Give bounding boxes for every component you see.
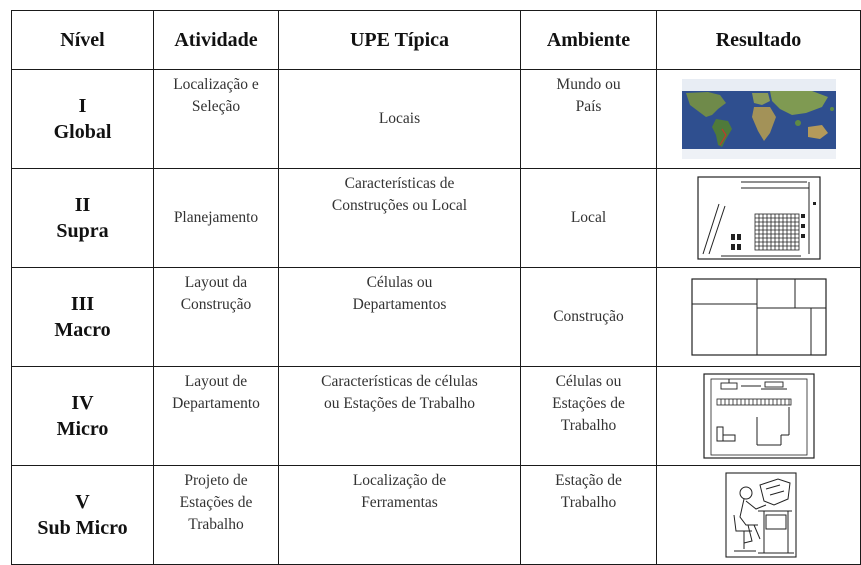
activity-cell: Projeto de Estações de Trabalho	[153, 465, 279, 565]
levels-table: Nível Atividade UPE Típica Ambiente Resu…	[11, 10, 861, 565]
level-numeral: III	[70, 293, 95, 315]
department-layout-image	[702, 373, 815, 459]
environment-line: Células ou	[555, 373, 622, 390]
upe-line: Construções ou Local	[331, 197, 468, 214]
level-numeral: IV	[71, 392, 94, 414]
activity-line: Estações de	[179, 494, 253, 511]
result-cell	[656, 267, 861, 367]
activity-line: Layout de	[184, 373, 248, 390]
environment-cell: Local	[520, 168, 657, 268]
upe-line: Células ou	[366, 274, 433, 291]
environment-line: País	[575, 98, 602, 115]
environment-cell: Células ou Estações de Trabalho	[520, 366, 657, 466]
result-cell	[656, 69, 861, 169]
level-cell: II Supra	[11, 168, 154, 268]
level-numeral: II	[74, 194, 91, 216]
level-name: Macro	[54, 319, 111, 341]
header-nivel: Nível	[11, 10, 154, 70]
result-cell	[656, 465, 861, 565]
level-name: Micro	[56, 418, 109, 440]
table-row: II Supra Planejamento Características de…	[11, 168, 861, 268]
result-cell	[656, 168, 861, 268]
environment-line: Local	[570, 209, 607, 226]
building-block-layout-image	[690, 278, 827, 356]
table-row: IV Micro Layout de Departamento Caracter…	[11, 366, 861, 466]
level-name: Global	[53, 121, 112, 143]
activity-cell: Layout de Departamento	[153, 366, 279, 466]
activity-cell: Planejamento	[153, 168, 279, 268]
table-row: III Macro Layout da Construção Células o…	[11, 267, 861, 367]
table-row: I Global Localização e Seleção Locais Mu…	[11, 69, 861, 169]
upe-cell: Características de células ou Estações d…	[278, 366, 521, 466]
environment-line: Mundo ou	[556, 76, 621, 93]
world-map-image	[681, 79, 836, 159]
level-cell: V Sub Micro	[11, 465, 154, 565]
header-ambiente: Ambiente	[520, 10, 657, 70]
activity-line: Planejamento	[173, 209, 259, 226]
level-cell: I Global	[11, 69, 154, 169]
site-plan-image	[696, 176, 821, 260]
table-row: V Sub Micro Projeto de Estações de Traba…	[11, 465, 861, 565]
environment-line: Estações de	[552, 395, 625, 412]
environment-line: Trabalho	[560, 494, 617, 511]
environment-cell: Mundo ou País	[520, 69, 657, 169]
activity-cell: Layout da Construção	[153, 267, 279, 367]
result-cell	[656, 366, 861, 466]
activity-line: Layout da	[184, 274, 248, 291]
environment-cell: Estação de Trabalho	[520, 465, 657, 565]
upe-cell: Células ou Departamentos	[278, 267, 521, 367]
environment-line: Trabalho	[560, 417, 617, 434]
upe-cell: Locais	[278, 69, 521, 169]
activity-line: Projeto de	[184, 472, 248, 489]
activity-line: Trabalho	[188, 516, 244, 533]
upe-line: Características de	[344, 175, 455, 192]
header-atividade: Atividade	[153, 10, 279, 70]
activity-line: Construção	[180, 296, 252, 313]
level-numeral: V	[75, 491, 90, 513]
header-upe-tipica: UPE Típica	[278, 10, 521, 70]
upe-line: Ferramentas	[361, 494, 438, 511]
level-name: Supra	[56, 220, 109, 242]
activity-line: Localização e	[173, 76, 259, 93]
environment-cell: Construção	[520, 267, 657, 367]
environment-line: Construção	[553, 308, 624, 325]
upe-line: Características de células	[321, 373, 478, 390]
upe-line: Departamentos	[352, 296, 447, 313]
environment-line: Estação de	[555, 472, 622, 489]
upe-line: Localização de	[352, 472, 447, 489]
activity-line: Seleção	[191, 98, 241, 115]
activity-line: Departamento	[172, 395, 260, 412]
header-row: Nível Atividade UPE Típica Ambiente Resu…	[11, 10, 861, 70]
level-cell: III Macro	[11, 267, 154, 367]
upe-cell: Localização de Ferramentas	[278, 465, 521, 565]
level-cell: IV Micro	[11, 366, 154, 466]
header-resultado: Resultado	[656, 10, 861, 70]
level-name: Sub Micro	[37, 517, 128, 539]
upe-cell: Características de Construções ou Local	[278, 168, 521, 268]
activity-cell: Localização e Seleção	[153, 69, 279, 169]
level-numeral: I	[78, 95, 87, 117]
upe-line: ou Estações de Trabalho	[323, 395, 476, 412]
workstation-operator-image	[724, 472, 797, 558]
upe-line: Locais	[378, 110, 421, 127]
